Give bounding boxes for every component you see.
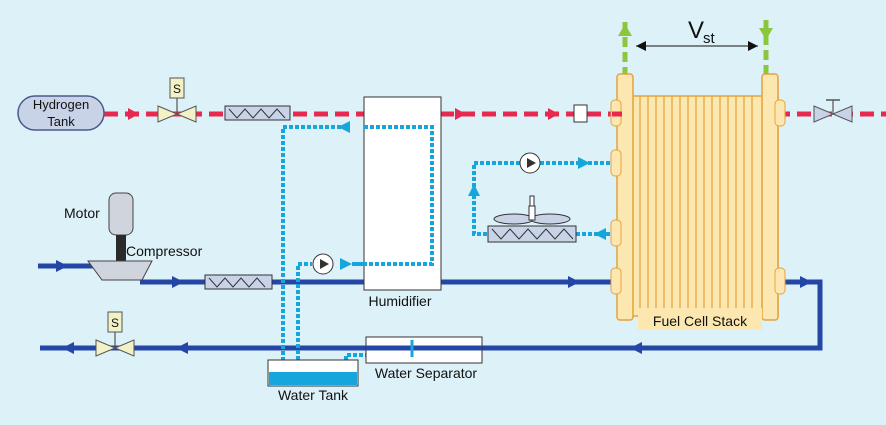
exhaust-solenoid-valve: S: [95, 311, 135, 357]
humidifier-internal-water: [352, 125, 434, 266]
voltage-terminals: V st: [618, 17, 773, 74]
coolant-pump: [519, 152, 541, 174]
hydrogen-outlet-valve: [813, 99, 853, 123]
water-tank: Water Tank: [267, 359, 359, 403]
water-separator: Water Separator: [365, 336, 483, 381]
fuel-cell-stack-label: Fuel Cell Stack: [653, 313, 748, 329]
motor-label: Motor: [64, 205, 100, 221]
compressor-label: Compressor: [126, 243, 203, 259]
radiator: [487, 225, 577, 243]
water-pump: [312, 253, 334, 275]
voltage-symbol: V: [688, 17, 704, 44]
hydrogen-flow-arrow: [128, 108, 139, 120]
water-tank-label: Water Tank: [278, 387, 349, 403]
air-heat-exchanger: [204, 274, 273, 290]
hydrogen-tank-label-line2: Tank: [47, 114, 75, 129]
hydrogen-heat-exchanger: [224, 105, 291, 121]
hydrogen-flow-arrow: [548, 108, 559, 120]
voltage-subscript: st: [703, 30, 716, 47]
water-flow-arrows: [338, 121, 606, 270]
motor: Motor: [64, 192, 134, 261]
pressure-sensor: [573, 104, 588, 123]
radiator-fan: [493, 195, 571, 225]
solenoid-symbol: S: [111, 316, 119, 330]
hydrogen-solenoid-valve: S: [157, 77, 197, 123]
compressor: Compressor: [87, 243, 203, 281]
fuel-cell-stack: Fuel Cell Stack: [610, 73, 786, 330]
hydrogen-tank-label-line1: Hydrogen: [33, 97, 89, 112]
humidifier-label: Humidifier: [368, 293, 431, 309]
water-loop: [281, 125, 612, 372]
hydrogen-tank: Hydrogen Tank: [17, 95, 105, 131]
hydrogen-flow-arrow: [455, 108, 466, 120]
water-separator-label: Water Separator: [375, 365, 478, 381]
solenoid-symbol: S: [173, 82, 181, 96]
humidifier: Humidifier: [363, 96, 442, 309]
